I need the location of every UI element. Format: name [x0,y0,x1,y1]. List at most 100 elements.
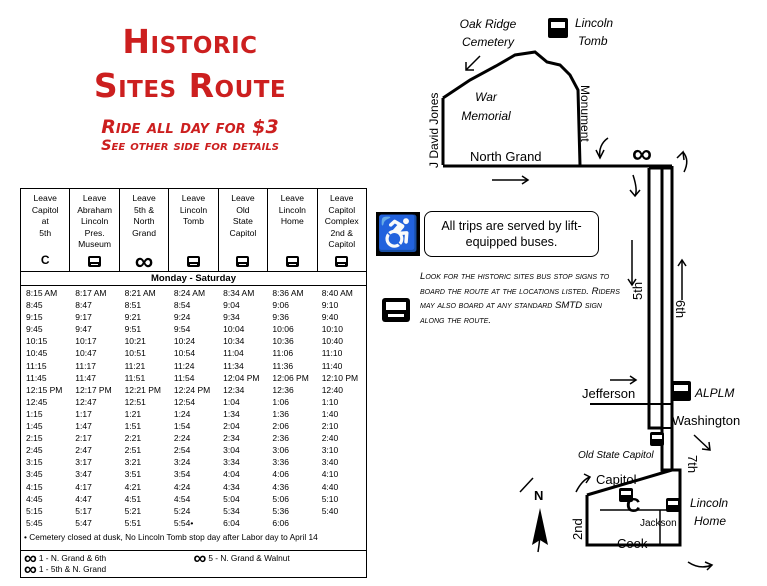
time-cell: 4:40 [321,481,339,492]
time-cell: 2:24 [173,433,191,444]
time-cell: 10:54 [173,348,196,359]
time-cell: 1:10 [321,396,339,407]
time-cell: 10:34 [223,336,245,347]
time-cell: 4:51 [124,493,142,504]
time-cell: 12:40 [321,384,343,395]
infinity-icon: ∞ [193,548,207,569]
time-cell: 3:45 [26,469,43,480]
loop-7th-cook-2nd [585,468,682,547]
bus-icon [285,253,299,269]
time-cell: 1:45 [26,421,43,432]
header-label: Leave Lincoln Home [278,193,306,226]
time-cell: 5:10 [321,493,339,504]
time-cell: 10:17 [75,336,97,347]
time-cell: 2:17 [75,433,92,444]
time-cell: 11:10 [321,348,343,359]
war-memorial-label-1: War [475,90,498,104]
header-col-2: Leave 5th & North Grand∞ [120,189,170,276]
lincoln-tomb-label-2: Tomb [578,34,608,48]
map-bus-icons [548,18,691,512]
time-cell: 8:51 [124,300,142,311]
header-label: Leave Old State Capitol [229,193,257,238]
legend-item: ∞5 - N. Grand & Walnut [193,548,364,569]
wheelchair-icon: ♿ [376,212,420,256]
time-cell: 6:04 [223,517,240,528]
header-col-4: Leave Old State Capitol [219,189,269,271]
time-cell: 9:54 [173,324,191,335]
lincoln-home-label-2: Home [694,514,726,528]
time-cell: 12:21 PM [124,384,161,395]
jefferson-label: Jefferson [582,386,635,401]
time-cell: 9:34 [223,312,240,323]
infinity-symbol: ∞ [134,246,154,276]
bus-icon [186,253,200,269]
time-cell: 1:21 [124,408,142,419]
legend-text: 5 - N. Grand & Walnut [208,552,290,563]
infinity-icon: ∞ [24,559,37,580]
time-cell: 5:54• [173,517,194,528]
day-label: Monday - Saturday [21,272,366,286]
legend-item: ∞1 - N. Grand & 6th [24,548,194,569]
j-david-jones-label: J David Jones [427,93,441,168]
time-cell: 11:17 [75,360,96,371]
time-cell: 1:17 [75,408,92,419]
look-for-signs-text: Look for the historic sites bus stop sig… [420,271,620,326]
time-cell: 12:36 [272,384,294,395]
time-cell: 12:17 PM [75,384,112,395]
time-cell: 2:47 [75,445,92,456]
header-col-3: Leave Lincoln Tomb [169,189,219,271]
time-cell: 3:24 [173,457,191,468]
time-cell: 12:51 [124,396,146,407]
oak-ridge-label-1: Oak Ridge [460,17,517,31]
time-cell: 1:15 [26,408,43,419]
time-cell: 12:45 [26,396,48,407]
time-cell: 4:24 [173,481,191,492]
time-cell: 3:04 [223,445,240,456]
lift-notice: All trips are served by lift-equipped bu… [424,211,599,257]
time-cell: 8:47 [75,300,92,311]
time-cell: 4:47 [75,493,92,504]
subtitle: Ride all day for $3 [101,116,279,138]
time-cell: 4:54 [173,493,191,504]
time-cell: 3:36 [272,457,289,468]
bus-icon [88,253,102,269]
bus-icon [236,253,250,269]
time-cell: 1:54 [173,421,191,432]
north-arrow-icon [532,508,548,545]
time-cell: 10:36 [272,336,294,347]
header-label: Leave Lincoln Tomb [179,193,208,226]
legend-text: 1 - 5th & N. Grand [38,563,107,574]
time-cell: 10:21 [124,336,146,347]
time-cell: 8:45 [26,300,43,311]
time-cell: 5:45 [26,517,43,528]
time-cell: 2:36 [272,433,289,444]
time-cell: 10:51 [124,348,146,359]
time-cell: 9:51 [124,324,142,335]
time-cell: 4:17 [75,481,92,492]
infinity-icon: ∞ [24,548,37,569]
time-cell: 11:04 [223,348,244,359]
time-cell: 11:54 [173,372,195,383]
time-cell: 8:54 [173,300,191,311]
time-cell: 1:36 [272,408,289,419]
time-cell: 9:40 [321,312,339,323]
time-cell: 11:24 [173,360,195,371]
header-col-5: Leave Lincoln Home [268,189,318,271]
header-label: Leave Abraham Lincoln Pres. Museum [77,193,113,249]
cook-label: Cook [617,536,648,551]
time-cell: 4:15 [26,481,43,492]
time-cell: 3:47 [75,469,92,480]
time-cell: 10:04 [223,324,245,335]
time-cell: 5:06 [272,493,289,504]
war-memorial-label-2: Memorial [461,109,511,123]
time-cell: 9:06 [272,300,289,311]
